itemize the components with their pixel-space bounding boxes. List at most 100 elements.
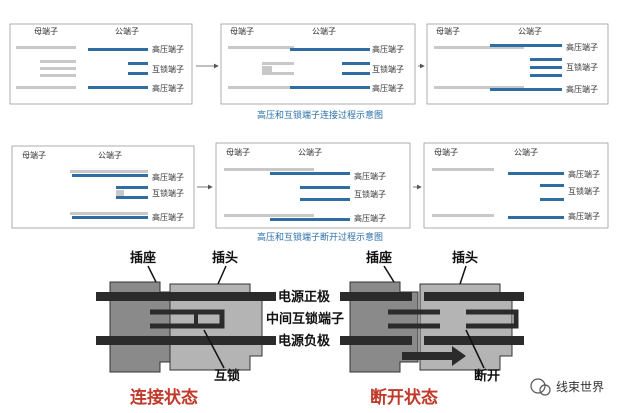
socket-label: 插座	[130, 250, 156, 266]
plug-pointer	[459, 265, 467, 285]
male-interlock-pin	[116, 196, 148, 199]
female-pin	[228, 86, 294, 89]
hv-terminal-label: 高压端子	[152, 44, 184, 54]
female-interlock-pin	[262, 72, 294, 75]
interlock-terminal-label: 互锁端子	[372, 64, 404, 74]
female-terminal-label: 母端子	[436, 26, 460, 36]
negative-terminal	[340, 336, 412, 345]
male-terminal-label: 公端子	[298, 147, 322, 157]
interlock-terminal-label: 互锁端子	[152, 64, 184, 74]
interlock-terminal-label: 互锁端子	[568, 186, 600, 196]
male-interlock-pin	[128, 72, 148, 75]
disconnect-stage-3: 母端子 公端子 高压端子 互锁端子 高压端子	[423, 142, 609, 229]
male-terminal-label: 公端子	[115, 26, 139, 36]
female-pin	[70, 170, 148, 173]
hv-terminal-label: 高压端子	[566, 42, 598, 52]
male-hv-pin	[72, 174, 148, 177]
female-pin	[434, 86, 524, 89]
male-interlock-pin	[540, 184, 564, 187]
female-pin	[70, 212, 148, 215]
male-hv-pin	[88, 86, 148, 89]
male-hv-pin	[508, 172, 564, 175]
male-terminal-label: 公端子	[518, 26, 542, 36]
watermark: 线束世界	[530, 378, 604, 396]
power-negative-label: 电源负极	[278, 333, 331, 349]
male-hv-pin	[290, 48, 370, 51]
plug-pointer	[217, 265, 227, 285]
stage-frame	[215, 142, 411, 229]
male-interlock-pin	[128, 62, 148, 65]
female-pin	[224, 168, 314, 171]
interlock-terminal-label: 互锁端子	[566, 62, 598, 72]
disconnect-process-caption: 高压和互锁端子断开过程示意图	[257, 231, 383, 243]
female-terminal-label: 母端子	[34, 26, 58, 36]
hv-terminal-label: 高压端子	[372, 44, 404, 54]
female-interlock-pin	[40, 67, 76, 70]
hv-terminal-label: 高压端子	[566, 84, 598, 94]
female-terminal-label: 母端子	[226, 147, 250, 157]
male-interlock-pin	[530, 66, 562, 69]
female-interlock-bridge	[262, 66, 272, 72]
female-pin	[224, 214, 314, 217]
stage-frame	[423, 142, 609, 229]
male-hv-pin	[490, 44, 562, 47]
disconnect-pointer	[465, 329, 485, 369]
female-interlock-pin	[262, 62, 294, 65]
male-hv-pin	[508, 216, 564, 219]
hv-terminal-label: 高压端子	[152, 83, 184, 93]
female-pin	[432, 214, 494, 217]
interlock-terminal-label: 互锁端子	[354, 189, 386, 199]
male-hv-pin	[270, 172, 350, 175]
interlock-label: 互锁	[214, 368, 240, 384]
wechat-icon	[530, 378, 546, 394]
positive-terminal	[340, 292, 412, 301]
male-interlock-pin	[342, 72, 370, 75]
male-interlock-pin	[300, 198, 350, 201]
socket-pointer	[147, 265, 157, 283]
positive-terminal	[96, 292, 276, 301]
male-terminal-label: 公端子	[98, 150, 122, 160]
socket-pointer	[383, 265, 395, 283]
male-interlock-pin	[300, 186, 350, 189]
middle-interlock-label: 中间互锁端子	[266, 311, 344, 327]
female-pin	[16, 86, 76, 89]
female-interlock-pin	[40, 60, 76, 63]
connected-state-label: 连接状态	[130, 387, 198, 408]
female-terminal-label: 母端子	[230, 26, 254, 36]
female-pin	[228, 46, 294, 49]
negative-terminal	[96, 336, 276, 345]
female-pin	[432, 168, 494, 171]
female-interlock-pin	[40, 74, 76, 77]
socket-label: 插座	[366, 250, 392, 266]
pull-direction-arrow	[402, 346, 466, 366]
wechat-icon-inner	[539, 384, 551, 396]
connect-stage-2: 母端子 公端子 高压端子 互锁端子 高压端子	[220, 23, 416, 105]
male-interlock-pin	[530, 58, 562, 61]
disconnected-state-label: 断开状态	[370, 387, 438, 408]
disconnect-stage-1: 母端子 公端子 高压端子 互锁端子 高压端子	[11, 145, 195, 229]
disconnect-label: 断开	[474, 368, 500, 384]
stage-frame	[9, 23, 193, 105]
male-hv-pin	[490, 88, 562, 91]
hv-terminal-label: 高压端子	[152, 172, 184, 182]
hv-terminal-label: 高压端子	[354, 171, 386, 181]
plug-label: 插头	[452, 250, 478, 266]
male-hv-pin	[270, 218, 350, 221]
hv-terminal-label: 高压端子	[568, 211, 600, 221]
socket-housing	[349, 281, 419, 373]
interlock-terminal-label: 互锁端子	[152, 188, 184, 198]
hv-terminal-label: 高压端子	[152, 212, 184, 222]
positive-terminal	[424, 292, 524, 301]
female-terminal-label: 母端子	[22, 150, 46, 160]
power-positive-label: 电源正极	[278, 289, 331, 305]
female-pin	[434, 46, 524, 49]
female-pin	[16, 46, 76, 49]
hv-terminal-label: 高压端子	[568, 169, 600, 179]
male-hv-pin	[290, 86, 370, 89]
male-hv-pin	[72, 216, 148, 219]
watermark-text: 线束世界	[556, 380, 604, 394]
connected-state-diagram	[96, 281, 276, 373]
male-hv-pin	[88, 48, 148, 51]
male-terminal-label: 公端子	[312, 26, 336, 36]
